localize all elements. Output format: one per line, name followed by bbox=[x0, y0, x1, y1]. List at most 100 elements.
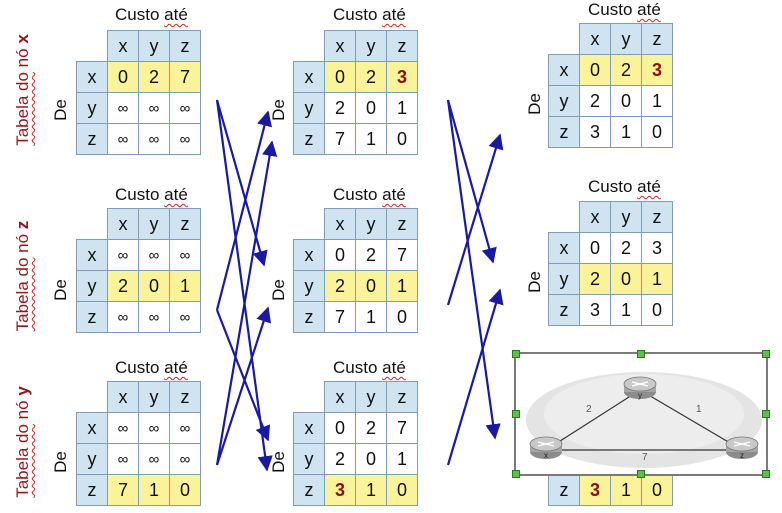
table-cell: 1 bbox=[641, 85, 673, 117]
table-cell: 7 bbox=[324, 301, 356, 333]
table-header-cell: z bbox=[548, 294, 580, 326]
resize-handle[interactable] bbox=[762, 410, 770, 418]
table-header-cell: z bbox=[76, 474, 108, 506]
router-icon-y bbox=[623, 376, 657, 399]
table-header-cell: y bbox=[610, 201, 642, 233]
network-diagram[interactable]: y x z 2 1 7 bbox=[512, 350, 770, 478]
table-title: Custo até bbox=[333, 185, 406, 204]
table-cell: 2 bbox=[610, 54, 642, 86]
table-header-cell: x bbox=[76, 61, 108, 93]
table-cell: 1 bbox=[355, 474, 387, 506]
table-cell: 0 bbox=[641, 116, 673, 148]
table-header-cell: z bbox=[386, 30, 418, 62]
table-cell: 0 bbox=[138, 270, 170, 302]
edge-cost-yz: 1 bbox=[696, 404, 702, 415]
table-cell: 0 bbox=[355, 270, 387, 302]
table-header-cell: x bbox=[293, 61, 325, 93]
table-header-cell: x bbox=[579, 201, 611, 233]
table-cell: 2 bbox=[579, 85, 611, 117]
table-header-cell: y bbox=[293, 92, 325, 124]
table-header-cell: x bbox=[293, 412, 325, 444]
table-cell: 2 bbox=[107, 270, 139, 302]
table-cell: 7 bbox=[386, 412, 418, 444]
table-cell: ∞ bbox=[138, 92, 170, 124]
table-cell: 0 bbox=[386, 474, 418, 506]
table-header-cell: y bbox=[76, 270, 108, 302]
router-icon-x bbox=[529, 436, 563, 459]
table-cell: ∞ bbox=[138, 443, 170, 475]
resize-handle[interactable] bbox=[512, 410, 520, 418]
table-cell: 2 bbox=[138, 61, 170, 93]
table-header-cell: z bbox=[76, 123, 108, 155]
table-title: Custo até bbox=[588, 0, 661, 19]
table-cell: ∞ bbox=[138, 123, 170, 155]
updated-value: 3 bbox=[324, 474, 356, 506]
table-title: Custo até bbox=[333, 5, 406, 24]
table-header-cell: x bbox=[324, 208, 356, 240]
table-cell: ∞ bbox=[107, 123, 139, 155]
table-cell: 1 bbox=[138, 474, 170, 506]
table-header-cell: z bbox=[169, 30, 201, 62]
resize-handle[interactable] bbox=[762, 470, 770, 478]
table-header-cell: z bbox=[386, 208, 418, 240]
table-header-cell: y bbox=[548, 263, 580, 295]
table-cell: ∞ bbox=[138, 301, 170, 333]
table-header-cell: y bbox=[355, 30, 387, 62]
table-header-cell: y bbox=[548, 85, 580, 117]
table-header-cell: z bbox=[548, 474, 580, 506]
table-title: Custo até bbox=[333, 358, 406, 377]
table-header-cell: z bbox=[641, 201, 673, 233]
resize-handle[interactable] bbox=[762, 350, 770, 358]
table-title: Custo até bbox=[115, 185, 188, 204]
table-cell: 1 bbox=[610, 474, 642, 506]
table-cell: ∞ bbox=[138, 239, 170, 271]
node-label-y: y bbox=[638, 391, 642, 400]
table-cell: 0 bbox=[641, 294, 673, 326]
table-cell: 1 bbox=[355, 301, 387, 333]
table-header-cell: z bbox=[386, 381, 418, 413]
table-cell: 0 bbox=[324, 239, 356, 271]
table-header-cell: y bbox=[293, 443, 325, 475]
arrow bbox=[215, 306, 272, 466]
table-title: Custo até bbox=[588, 177, 661, 196]
table-cell: ∞ bbox=[107, 239, 139, 271]
arrow bbox=[446, 288, 504, 466]
table-header-cell: y bbox=[76, 443, 108, 475]
table-cell: 2 bbox=[355, 412, 387, 444]
arrow bbox=[446, 133, 504, 306]
table-header-cell: z bbox=[169, 381, 201, 413]
table-header-cell: z bbox=[641, 23, 673, 55]
table-header-cell: x bbox=[548, 54, 580, 86]
table-cell: 0 bbox=[386, 301, 418, 333]
table-cell: 0 bbox=[107, 61, 139, 93]
table-header-cell: x bbox=[107, 208, 139, 240]
resize-handle[interactable] bbox=[512, 470, 520, 478]
arrow bbox=[446, 99, 501, 440]
table-header-cell: y bbox=[355, 208, 387, 240]
table-cell: 2 bbox=[355, 239, 387, 271]
table-cell: 1 bbox=[641, 263, 673, 295]
node-label-z: z bbox=[740, 451, 744, 460]
arrow bbox=[215, 99, 268, 267]
table-header-cell: z bbox=[293, 301, 325, 333]
table-cell: ∞ bbox=[169, 412, 201, 444]
resize-handle[interactable] bbox=[637, 350, 645, 358]
table-cell: 2 bbox=[324, 270, 356, 302]
table-header-cell: z bbox=[76, 301, 108, 333]
updated-value: 3 bbox=[386, 61, 418, 93]
table-cell: 3 bbox=[579, 116, 611, 148]
table-cell: 7 bbox=[107, 474, 139, 506]
table-cell: 0 bbox=[610, 85, 642, 117]
resize-handle[interactable] bbox=[512, 350, 520, 358]
table-cell: ∞ bbox=[107, 301, 139, 333]
resize-handle[interactable] bbox=[637, 470, 645, 478]
table-cell: 0 bbox=[169, 474, 201, 506]
table-header-cell: y bbox=[138, 381, 170, 413]
table-cell: 3 bbox=[579, 294, 611, 326]
table-cell: ∞ bbox=[138, 412, 170, 444]
table-cell: 1 bbox=[169, 270, 201, 302]
